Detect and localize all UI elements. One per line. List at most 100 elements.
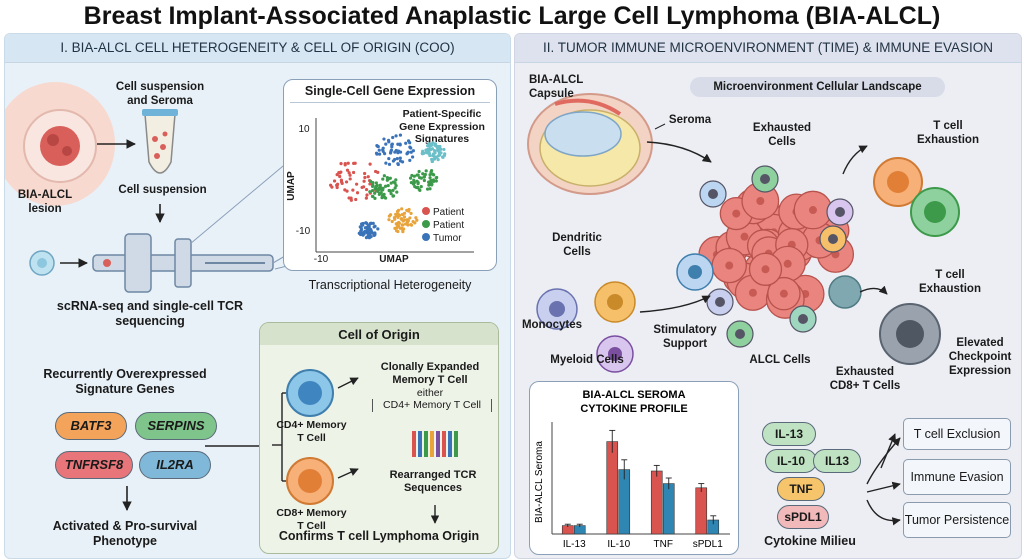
umap-dot <box>431 152 436 156</box>
umap-dot <box>370 188 375 193</box>
umap-dot <box>409 223 414 227</box>
umap-dot <box>378 183 382 187</box>
cytokine-bar-chart: BIA-ALCL SEROMA CYTOKINE PROFILE BIA-ALC… <box>534 389 730 550</box>
umap-dot <box>400 207 404 211</box>
tumor-microenvironment-panel: II. TUMOR IMMUNE MICROENVIRONMENT (TIME)… <box>514 33 1022 559</box>
alcl-tumor-cluster <box>698 165 855 348</box>
umap-dot <box>357 231 361 235</box>
outcome-box: Tumor Persistence <box>903 502 1011 538</box>
umap-dot <box>436 158 440 162</box>
umap-dot <box>415 218 419 222</box>
umap-dot <box>394 212 398 216</box>
cytokine-pill: sPDL1 <box>777 505 829 529</box>
panel1-header: I. BIA-ALCL CELL HETEROGENEITY & CELL OF… <box>5 34 510 63</box>
umap-dot <box>398 156 402 160</box>
sequencing-label: scRNA-seq and single-cell TCR sequencing <box>56 299 244 328</box>
exhausted-cd8-label: Exhausted CD8+ T Cells <box>829 366 901 392</box>
umap-dot <box>373 187 377 191</box>
chart-ylabel: BIA-ALCL Seroma <box>534 441 545 523</box>
legend-item: Tumor <box>422 232 492 245</box>
umap-dot <box>415 173 419 177</box>
umap-dot <box>393 181 397 185</box>
umap-dot <box>394 178 398 182</box>
umap-dot <box>434 179 438 183</box>
umap-dot <box>377 192 381 197</box>
umap-dot <box>355 191 360 195</box>
dendritic-label: Dendritic Cells <box>552 232 602 258</box>
panel2-header: II. TUMOR IMMUNE MICROENVIRONMENT (TIME)… <box>515 34 1021 63</box>
umap-dot <box>416 181 420 186</box>
umap-dot <box>397 221 401 225</box>
umap-dot <box>387 177 391 181</box>
umap-dot <box>426 149 430 153</box>
gene-pill: SERPINS <box>135 412 217 440</box>
umap-dot <box>407 209 411 213</box>
outcome-box: T cell Exclusion <box>903 418 1011 450</box>
cytokine-pill: IL-13 <box>762 422 816 446</box>
umap-dot <box>424 148 428 152</box>
umap-dot <box>387 140 391 144</box>
umap-dot <box>382 174 386 178</box>
umap-dot <box>411 155 415 159</box>
umap-dot <box>371 181 375 185</box>
checkpoint-label: Elevated Checkpoint Expression <box>948 337 1012 377</box>
umap-dot <box>354 197 358 202</box>
umap-dot <box>387 214 391 218</box>
umap-dot <box>430 159 434 164</box>
umap-dot <box>390 219 394 224</box>
umap-dot <box>339 162 343 166</box>
umap-dot <box>387 218 391 222</box>
umap-dot <box>400 223 404 227</box>
umap-dot <box>367 226 371 230</box>
umap-dot <box>373 224 377 228</box>
umap-dot <box>387 188 391 193</box>
umap-dot <box>396 162 400 166</box>
x-tick-label: sPDL1 <box>693 539 723 550</box>
umap-dot <box>395 157 399 161</box>
exhausted-cells-label: Exhausted Cells <box>752 122 812 148</box>
umap-dot <box>409 211 413 216</box>
bar <box>695 487 708 535</box>
bar <box>650 470 663 535</box>
umap-dot <box>377 186 381 190</box>
umap-dot <box>391 135 395 140</box>
lesion-label: BIA-ALCL lesion <box>17 189 73 215</box>
umap-dot <box>422 175 427 179</box>
umap-dot <box>362 232 366 236</box>
umap-dot <box>366 175 370 179</box>
umap-dot <box>382 195 387 199</box>
umap-dot <box>411 182 416 186</box>
umap-dot <box>400 212 405 217</box>
panel1-illustrations <box>5 82 296 511</box>
cytokine-pill: IL13 <box>813 449 861 473</box>
umap-dot <box>338 174 342 179</box>
umap-dot <box>368 162 372 166</box>
confirm-label: Confirms T cell Lymphoma Origin <box>278 529 480 543</box>
umap-dot <box>368 190 372 194</box>
capsule-label: BIA-ALCL Capsule <box>529 74 584 100</box>
cytokine-pill: IL-10 <box>765 449 817 473</box>
umap-dot <box>406 150 410 154</box>
umap-dot <box>421 149 425 153</box>
umap-dot <box>347 171 351 175</box>
myeloid-cells-icon <box>536 253 714 373</box>
umap-dot <box>414 216 418 220</box>
umap-dot <box>355 182 359 186</box>
umap-dot <box>442 147 446 152</box>
umap-dot <box>375 183 379 188</box>
umap-dot <box>409 150 413 154</box>
x-tick-label: IL-10 <box>607 539 630 550</box>
umap-dot <box>428 176 432 180</box>
umap-dot <box>402 215 407 219</box>
y-tick-top: 10 <box>298 124 310 135</box>
single-cell-expression-box: Single-Cell Gene Expression Patient-Spec… <box>283 79 497 271</box>
microfluidic-chip-icon <box>29 233 286 293</box>
umap-dot <box>428 187 432 191</box>
lesion-illustration <box>5 82 115 206</box>
x-tick-label: IL-13 <box>563 539 586 550</box>
umap-dot <box>337 170 341 175</box>
heterogeneity-label: Transcriptional Heterogeneity <box>308 278 472 292</box>
umap-dot <box>398 226 402 230</box>
umap-dot <box>363 175 367 180</box>
umap-dot <box>384 161 388 165</box>
